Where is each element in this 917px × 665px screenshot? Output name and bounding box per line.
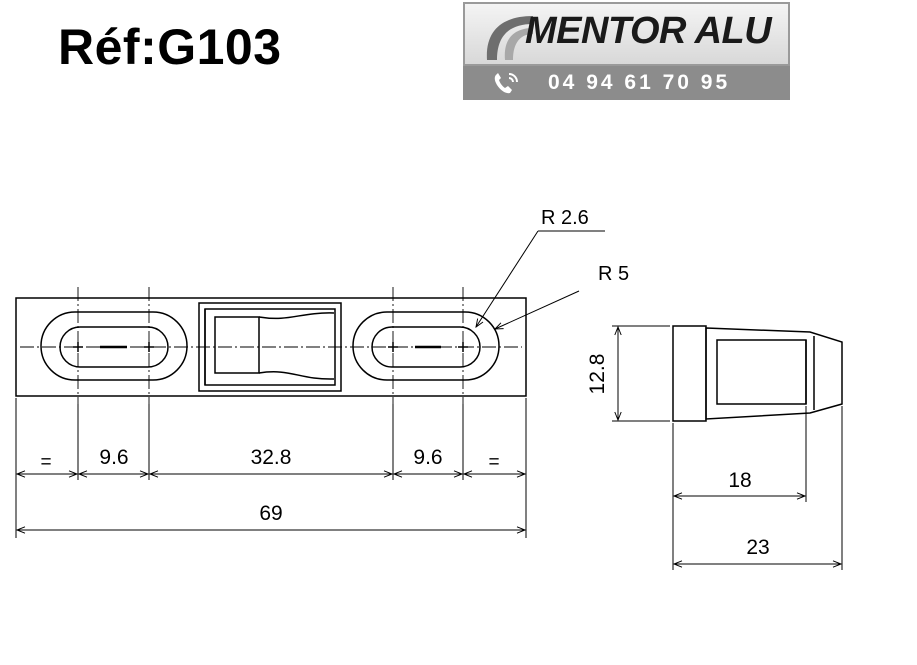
dimension-lines (17, 474, 525, 530)
front-view-outline (15, 297, 527, 397)
front-view (15, 297, 527, 397)
logo-brand-text: MENTOR ALU (525, 10, 772, 52)
logo-banner: MENTOR ALU (463, 2, 790, 66)
side-view-body (705, 327, 843, 420)
dim-depth-total: 23 (746, 536, 769, 559)
dim-left-equal: = (40, 452, 51, 473)
radius-leaders (476, 230, 605, 329)
dim-height: 12.8 (586, 354, 609, 395)
center-clip-tab (214, 316, 260, 374)
right-slot-outer (352, 311, 500, 381)
dim-radius-small: R 2.6 (541, 207, 589, 229)
logo-phone-bar: 04 94 61 70 95 (463, 66, 790, 100)
dim-right-equal: = (488, 452, 499, 473)
left-slot-outer (40, 311, 188, 381)
side-view-flange (672, 325, 707, 422)
dim-radius-large: R 5 (598, 263, 629, 285)
logo-phone-number: 04 94 61 70 95 (548, 71, 731, 94)
center-lines (20, 287, 522, 404)
company-logo: MENTOR ALU 04 94 61 70 95 (463, 2, 790, 100)
extension-lines (15, 398, 527, 538)
center-clip-curve-top (258, 312, 335, 320)
phone-icon (494, 73, 518, 94)
reference-title: Réf:G103 (58, 19, 282, 75)
center-clip-curve-bottom (258, 371, 335, 380)
swoosh-icon (486, 16, 533, 60)
dim-depth-inner: 18 (728, 469, 751, 492)
dim-middle: 32.8 (251, 446, 292, 469)
dim-slot-right: 9.6 (413, 446, 442, 469)
slot-crosses (73, 342, 468, 352)
dim-total-length: 69 (259, 502, 282, 525)
side-view (672, 325, 843, 422)
side-extension-lines (612, 325, 843, 570)
dim-slot-left: 9.6 (99, 446, 128, 469)
side-view-window (716, 339, 807, 405)
